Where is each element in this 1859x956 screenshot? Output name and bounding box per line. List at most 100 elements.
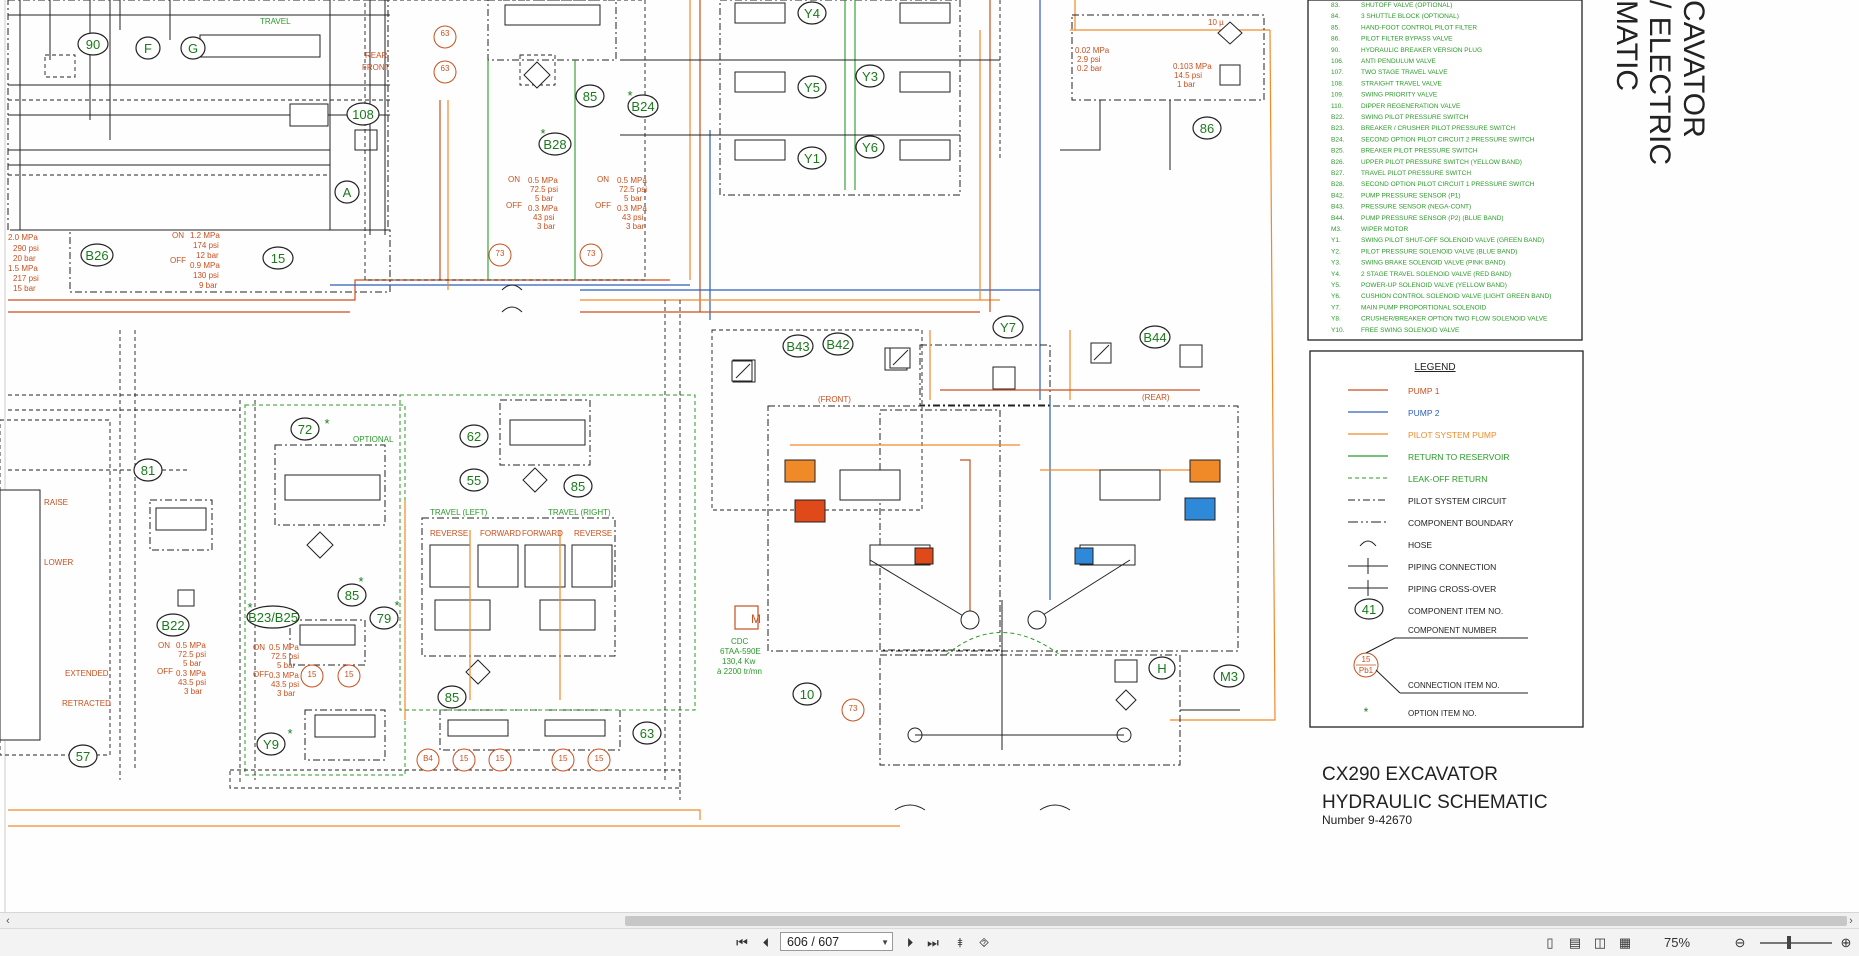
svg-text:5 bar: 5 bar: [277, 661, 296, 670]
schematic-label-retracted: RETRACTED: [62, 699, 111, 708]
component-code: 90.: [1331, 47, 1340, 54]
svg-text:72.5 psi: 72.5 psi: [271, 652, 299, 661]
zoom-slider-knob[interactable]: [1787, 936, 1791, 949]
component-description: PILOT FILTER BYPASS VALVE: [1361, 36, 1453, 43]
two-page-continuous-icon[interactable]: ▦: [1615, 933, 1635, 952]
vertical-title-line: MATIC: [1610, 0, 1643, 91]
component-code: B44.: [1331, 215, 1345, 222]
legend-box: LEGEND 41 15 Pb1 * PUMP 1PUMP 2PILOT SYS…: [1310, 351, 1583, 727]
svg-text:Y1: Y1: [804, 151, 820, 166]
component-description: MAIN PUMP PROPORTIONAL SOLENOID: [1361, 304, 1487, 311]
component-description: SWING BRAKE SOLENOID VALVE (PINK BAND): [1361, 260, 1505, 267]
legend-item-label: RETURN TO RESERVOIR: [1408, 452, 1510, 462]
schematic-label-pressure-left-e: 217 psi: [13, 274, 39, 283]
scrollbar-thumb[interactable]: [625, 916, 1847, 926]
legend-item-label: LEAK-OFF RETURN: [1408, 474, 1487, 484]
svg-text:Y9: Y9: [263, 737, 279, 752]
component-code: Y10.: [1331, 327, 1345, 334]
svg-text:M3: M3: [1220, 669, 1238, 684]
zoom-level[interactable]: 75%: [1664, 933, 1690, 952]
scroll-left-icon[interactable]: ‹: [0, 913, 16, 929]
component-description: PUMP PRESSURE SENSOR (P2) (BLUE BAND): [1361, 215, 1504, 222]
next-page-icon[interactable]: ⏵: [900, 933, 920, 952]
component-description: HYDRAULIC BREAKER VERSION PLUG: [1361, 47, 1482, 54]
page-number-input[interactable]: 606 / 607 ▼: [780, 932, 893, 951]
zoom-in-icon[interactable]: ⊕: [1836, 933, 1856, 952]
svg-text:73: 73: [849, 704, 858, 713]
legend-item-label: PILOT SYSTEM PUMP: [1408, 430, 1497, 440]
svg-text:*: *: [1364, 705, 1369, 719]
svg-text:B42: B42: [826, 337, 849, 352]
component-code: Y8.: [1331, 316, 1341, 323]
component-description: CUSHION CONTROL SOLENOID VALVE (LIGHT GR…: [1361, 293, 1551, 300]
fit-width-icon[interactable]: ⯑: [974, 933, 994, 952]
component-code: B23.: [1331, 125, 1345, 132]
svg-text:81: 81: [141, 463, 155, 478]
svg-text:55: 55: [467, 473, 481, 488]
legend-item-label: PILOT SYSTEM CIRCUIT: [1408, 496, 1507, 506]
svg-text:Y7: Y7: [1000, 320, 1016, 335]
schematic-page: .k { stroke:#222; fill:none; stroke-widt…: [0, 0, 1859, 912]
zoom-slider[interactable]: [1760, 942, 1832, 944]
svg-text:72.5 psi: 72.5 psi: [530, 185, 558, 194]
component-list-box: 83.SHUTOFF VALVE (OPTIONAL)84.3 SHUTTLE …: [1308, 0, 1582, 340]
svg-text:0.3 MPa: 0.3 MPa: [269, 671, 299, 680]
first-page-icon[interactable]: ⏮: [732, 933, 752, 952]
schematic-label-engine-model: 6TAA-590E: [720, 647, 761, 656]
svg-text:85: 85: [571, 479, 585, 494]
continuous-view-icon[interactable]: ▤: [1565, 933, 1585, 952]
vertical-title-line: / ELECTRIC: [1643, 0, 1676, 165]
main-pressure-lines: [8, 0, 1275, 826]
svg-text:*: *: [247, 600, 252, 615]
component-description: WIPER MOTOR: [1361, 226, 1408, 233]
svg-text:Y6: Y6: [862, 140, 878, 155]
component-description: FREE SWING SOLENOID VALVE: [1361, 327, 1460, 334]
two-page-view-icon[interactable]: ◫: [1590, 933, 1610, 952]
svg-text:15: 15: [308, 670, 317, 679]
svg-text:*: *: [358, 574, 363, 589]
component-description: SWING PILOT PRESSURE SWITCH: [1361, 114, 1469, 121]
svg-text:0.5 MPa: 0.5 MPa: [176, 641, 206, 650]
schematic-label-engine-make: CDC: [731, 637, 749, 646]
component-description: 3 SHUTTLE BLOCK (OPTIONAL): [1361, 13, 1459, 20]
svg-text:63: 63: [640, 726, 654, 741]
component-code: Y7.: [1331, 304, 1341, 311]
zoom-out-icon[interactable]: ⊖: [1730, 933, 1750, 952]
schematic-label-pressure-left-d: 1.5 MPa: [8, 264, 38, 273]
svg-text:72.5 psi: 72.5 psi: [178, 650, 206, 659]
svg-text:43 psi: 43 psi: [622, 213, 644, 222]
scroll-right-icon[interactable]: ›: [1843, 913, 1859, 929]
svg-text:0.5 MPa: 0.5 MPa: [617, 176, 647, 185]
pilot-filter-block: [1060, 15, 1264, 170]
schematic-label-rear: REAR: [365, 51, 387, 60]
fit-page-icon[interactable]: ⯒: [950, 933, 970, 952]
component-description: SECOND OPTION PILOT CIRCUIT 2 PRESSURE S…: [1361, 136, 1535, 143]
component-code: Y2.: [1331, 248, 1341, 255]
doc-number: Number 9-42670: [1322, 813, 1412, 827]
vertical-title: CAVATOR / ELECTRIC MATIC: [1610, 0, 1710, 165]
svg-text:G: G: [188, 41, 198, 56]
doc-title-line2: HYDRAULIC SCHEMATIC: [1322, 792, 1548, 813]
svg-text:62: 62: [467, 429, 481, 444]
schematic-label-off: OFF: [170, 256, 186, 265]
component-code: B24.: [1331, 136, 1345, 143]
single-page-view-icon[interactable]: ▯: [1540, 933, 1560, 952]
legend-item-label: COMPONENT ITEM NO.: [1408, 606, 1503, 616]
schematic-label-b26-off-3: 9 bar: [199, 281, 218, 290]
svg-text:OFF: OFF: [595, 201, 611, 210]
svg-text:10: 10: [800, 687, 814, 702]
horizontal-scrollbar[interactable]: ‹ ›: [0, 912, 1859, 929]
svg-text:85: 85: [445, 690, 459, 705]
last-page-icon[interactable]: ⏭: [923, 933, 943, 952]
previous-page-icon[interactable]: ⏴: [756, 933, 776, 952]
component-code: 110.: [1331, 103, 1343, 110]
svg-text:B24: B24: [631, 99, 654, 114]
component-description: PUMP PRESSURE SENSOR (P1): [1361, 192, 1461, 199]
svg-text:43 psi: 43 psi: [533, 213, 555, 222]
schematic-label-front: FRONT: [362, 63, 390, 72]
chevron-down-icon[interactable]: ▼: [881, 933, 889, 952]
component-description: SHUTOFF VALVE (OPTIONAL): [1361, 2, 1452, 9]
svg-text:90: 90: [86, 37, 100, 52]
component-code: B28.: [1331, 181, 1345, 188]
svg-text:3 bar: 3 bar: [626, 222, 645, 231]
